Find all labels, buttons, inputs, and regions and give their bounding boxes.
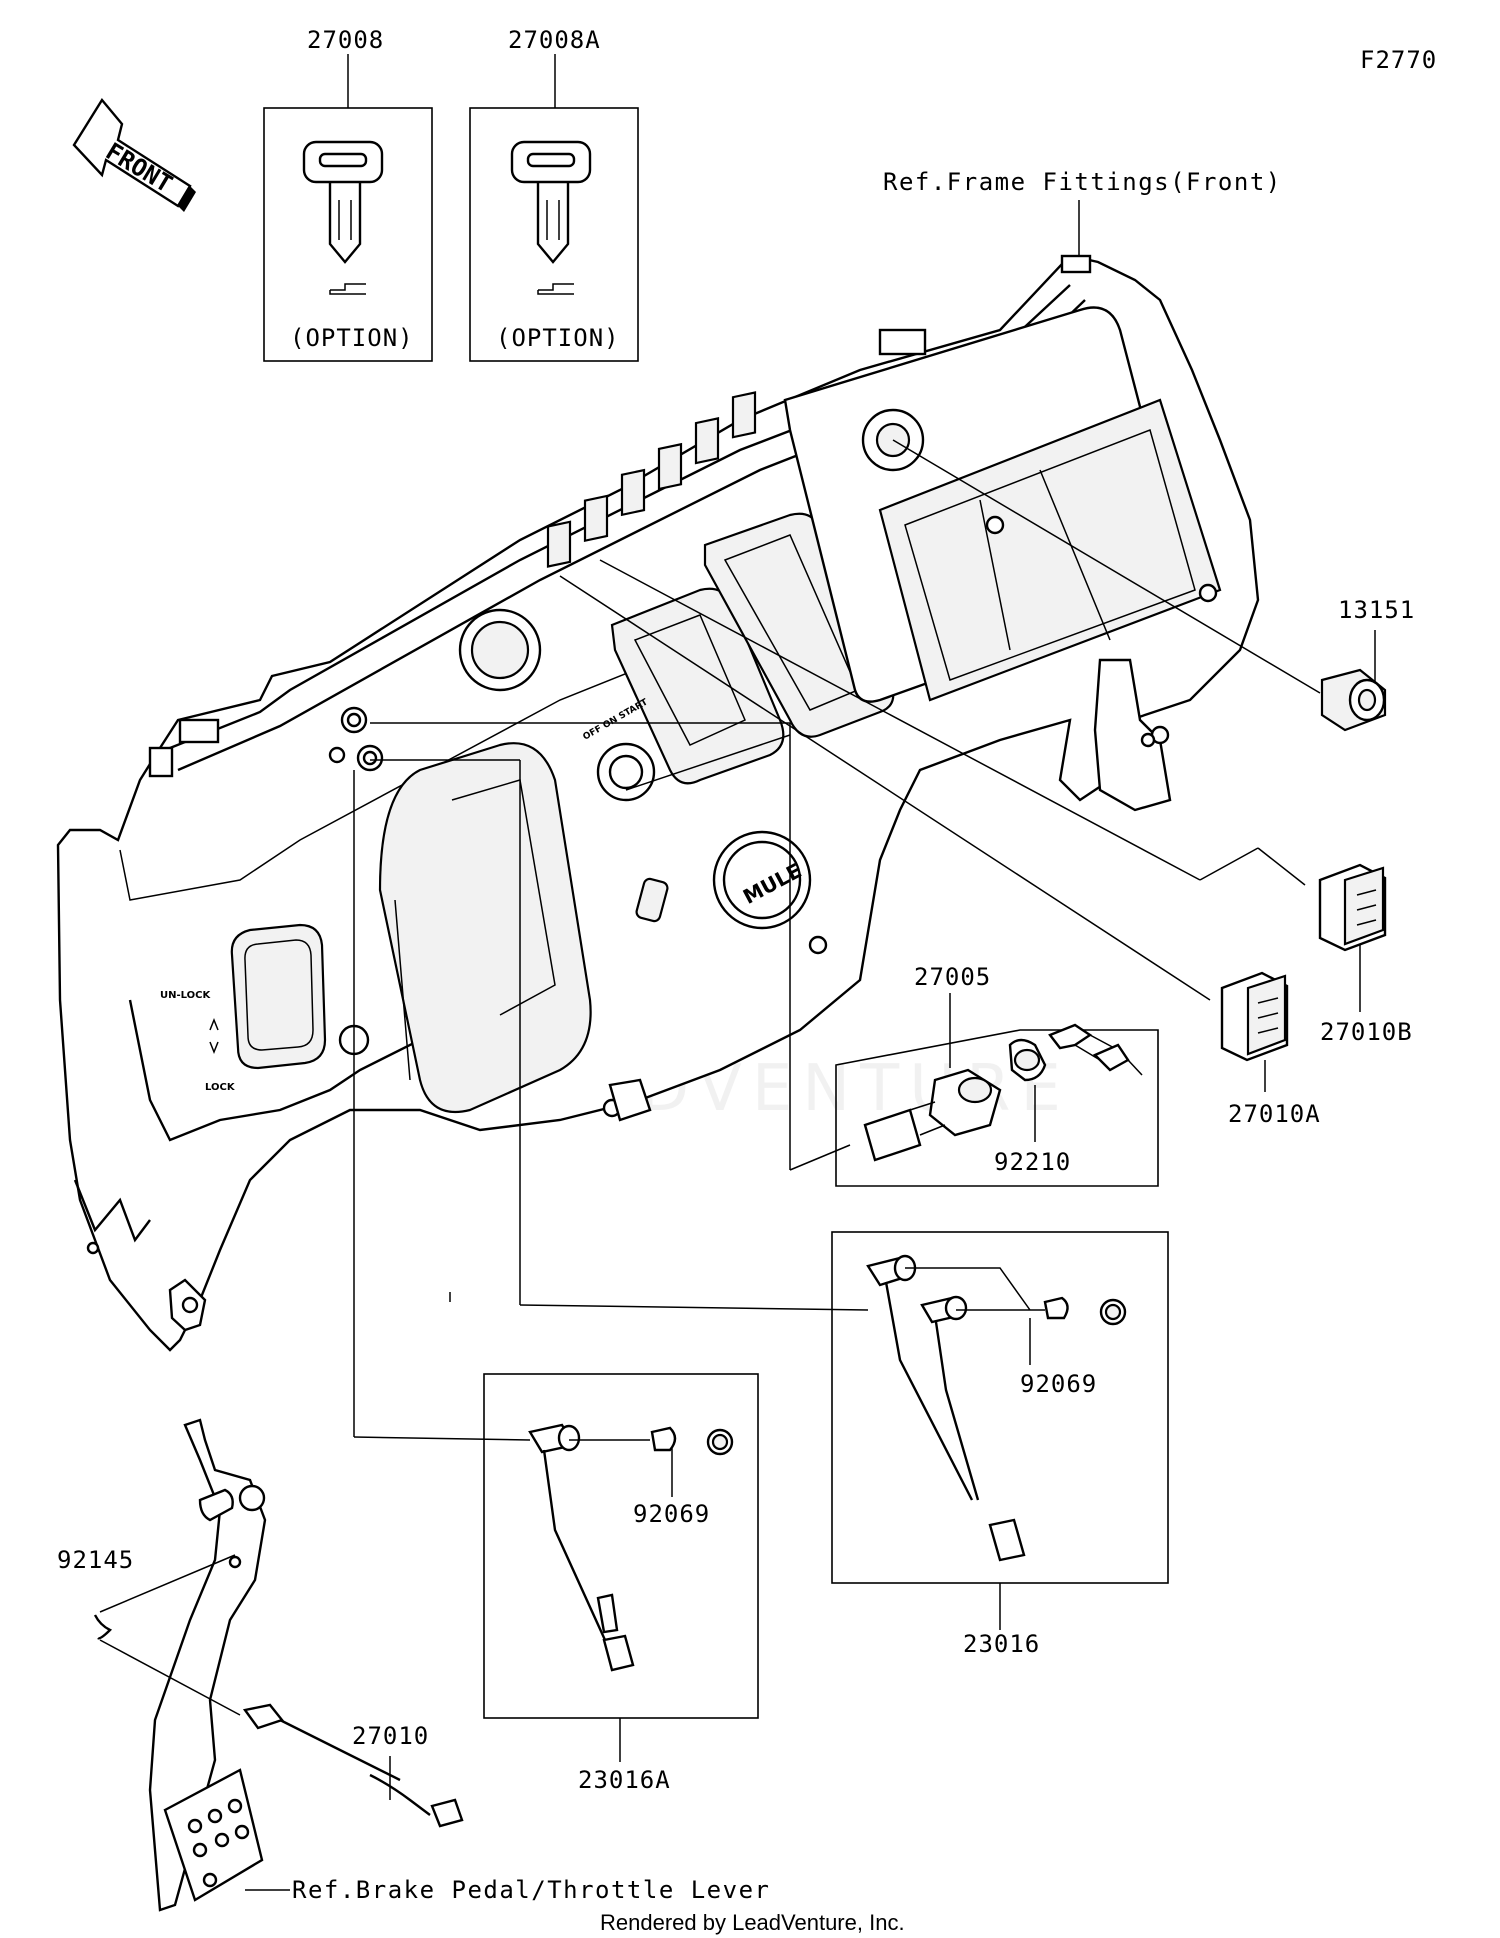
key-27008: 27008 (OPTION) — [263, 26, 433, 362]
label-92210: 92210 — [994, 1148, 1071, 1176]
dashboard-panel: UN-LOCK LOCK OFF ON — [56, 254, 1260, 1352]
label-92069-left: 92069 — [633, 1500, 710, 1528]
harness-23016: 92069 23016 — [831, 1231, 1169, 1658]
svg-text:LOCK: LOCK — [205, 1082, 236, 1093]
switch-slots — [546, 391, 757, 568]
harness-23016A: 92069 23016A — [483, 1373, 759, 1794]
diagram-id: F2770 — [1360, 46, 1437, 74]
key-27008A: 27008A (OPTION) — [469, 26, 639, 362]
label-92069-right: 92069 — [1020, 1370, 1097, 1398]
label-27005: 27005 — [914, 963, 991, 991]
option-label-b: (OPTION) — [496, 324, 620, 352]
label-23016: 23016 — [963, 1630, 1040, 1658]
option-label-a: (OPTION) — [290, 324, 414, 352]
svg-text:UN-LOCK: UN-LOCK — [160, 990, 211, 1001]
label-27010B: 27010B — [1320, 1018, 1413, 1046]
leader-lines — [353, 439, 1321, 1441]
brake-pedal: 92145 27010 Ref.Brake Pedal/Throttle Lev… — [57, 1418, 770, 1912]
socket-13151: 13151 — [1320, 596, 1415, 732]
label-27010A: 27010A — [1228, 1100, 1321, 1128]
switch-27010B: 27010B — [1318, 863, 1413, 1046]
label-13151: 13151 — [1338, 596, 1415, 624]
label-23016A: 23016A — [578, 1766, 671, 1794]
ref-frame-fittings: Ref.Frame Fittings(Front) — [883, 168, 1282, 196]
label-27008: 27008 — [307, 26, 384, 54]
ref-brake-pedal: Ref.Brake Pedal/Throttle Lever — [292, 1876, 770, 1904]
label-27010: 27010 — [352, 1722, 429, 1750]
ignition-27005: 27005 92210 — [835, 963, 1159, 1187]
footer-credit: Rendered by LeadVenture, Inc. — [600, 1910, 905, 1935]
front-arrow-icon: FRONT — [72, 97, 196, 212]
switch-27010A: 27010A — [1220, 971, 1321, 1128]
label-92145: 92145 — [57, 1546, 134, 1574]
front-label: FRONT — [101, 137, 177, 198]
label-27008A: 27008A — [508, 26, 601, 54]
